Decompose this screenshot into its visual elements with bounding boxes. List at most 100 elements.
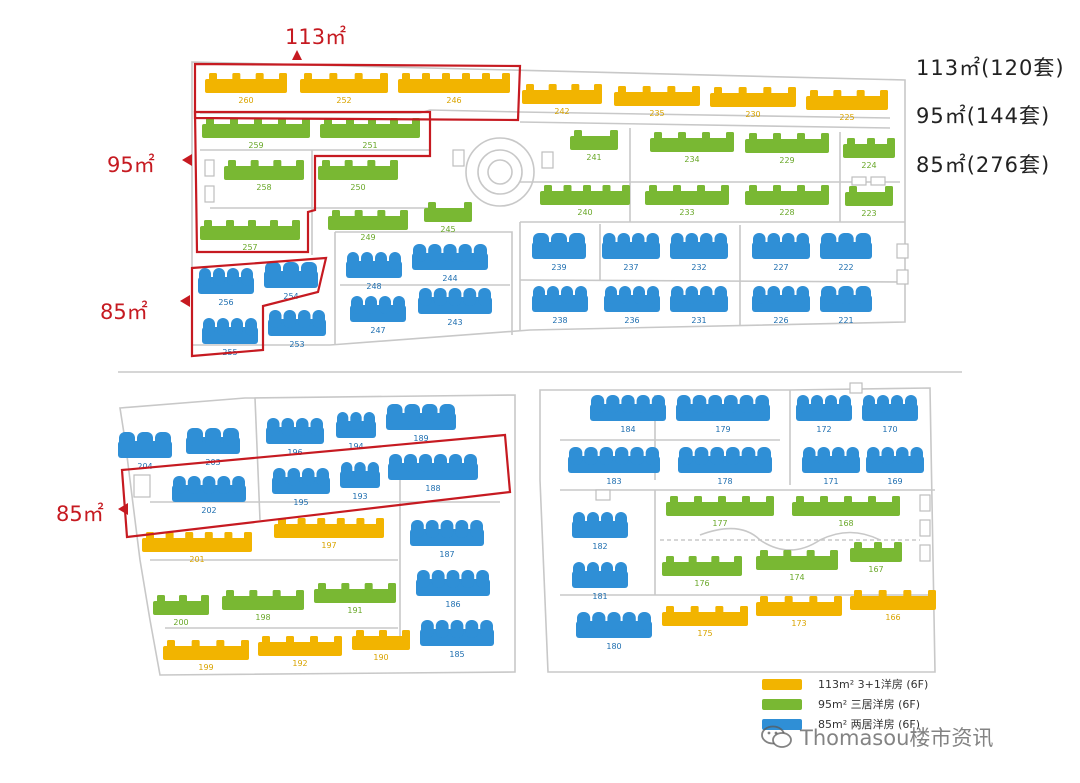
- building-number: 237: [623, 263, 638, 272]
- building-number: 253: [289, 340, 304, 349]
- building-222: 222: [820, 233, 872, 272]
- building-196: 196: [266, 418, 324, 457]
- building-257: 257: [200, 220, 300, 252]
- callout-85-south: 85㎡: [56, 502, 104, 526]
- building-187: 187: [410, 520, 484, 559]
- stat-95: 95㎡(144套): [916, 104, 1051, 128]
- building-number: 188: [425, 484, 440, 493]
- building-number: 244: [442, 274, 457, 283]
- building-178: 178: [678, 447, 772, 486]
- building-number: 169: [887, 477, 902, 486]
- building-199: 199: [163, 640, 249, 672]
- building-258: 258: [224, 160, 304, 192]
- stat-85: 85㎡(276套): [916, 153, 1051, 177]
- building-number: 201: [189, 555, 204, 564]
- building-181: 181: [572, 562, 628, 601]
- building-number: 166: [885, 613, 900, 622]
- building-243: 243: [418, 288, 492, 327]
- building-number: 233: [679, 208, 694, 217]
- building-number: 241: [586, 153, 601, 162]
- building-number: 198: [255, 613, 270, 622]
- building-198: 198: [222, 590, 304, 622]
- building-172: 172: [796, 395, 852, 434]
- building-number: 238: [552, 316, 567, 325]
- building-number: 182: [592, 542, 607, 551]
- building-number: 259: [248, 141, 263, 150]
- building-229: 229: [745, 133, 829, 165]
- legend-item-95: 95m² 三居洋房 (6F): [762, 696, 920, 712]
- building-number: 252: [336, 96, 351, 105]
- building-number: 225: [839, 113, 854, 122]
- building-number: 227: [773, 263, 788, 272]
- building-191: 191: [314, 583, 396, 615]
- building-number: 254: [283, 292, 298, 301]
- building-186: 186: [416, 570, 490, 609]
- building-259: 259: [202, 118, 310, 150]
- building-number: 178: [717, 477, 732, 486]
- legend-swatch-green: [762, 698, 802, 710]
- building-251: 251: [320, 118, 420, 150]
- building-number: 192: [292, 659, 307, 668]
- building-number: 190: [373, 653, 388, 662]
- building-number: 240: [577, 208, 592, 217]
- building-242: 242: [522, 84, 602, 116]
- building-number: 185: [449, 650, 464, 659]
- building-235: 235: [614, 86, 700, 118]
- building-241: 241: [570, 130, 618, 162]
- building-256: 256: [198, 268, 254, 307]
- outline-85-north: [190, 256, 328, 358]
- road-network: [118, 61, 962, 676]
- building-number: 193: [352, 492, 367, 501]
- building-number: 195: [293, 498, 308, 507]
- building-248: 248: [346, 252, 402, 291]
- building-200: 200: [153, 595, 209, 627]
- building-175: 175: [662, 606, 748, 638]
- building-number: 235: [649, 109, 664, 118]
- building-167: 167: [850, 542, 902, 574]
- building-number: 175: [697, 629, 712, 638]
- building-number: 177: [712, 519, 727, 528]
- building-230: 230: [710, 87, 796, 119]
- building-225: 225: [806, 90, 888, 122]
- building-number: 229: [779, 156, 794, 165]
- building-number: 242: [554, 107, 569, 116]
- building-number: 257: [242, 243, 257, 252]
- building-number: 176: [694, 579, 709, 588]
- building-182: 182: [572, 512, 628, 551]
- outline-113: [193, 62, 522, 122]
- building-250: 250: [318, 160, 398, 192]
- building-number: 202: [201, 506, 216, 515]
- building-number: 234: [684, 155, 699, 164]
- building-189: 189: [386, 404, 456, 443]
- building-number: 204: [137, 462, 152, 471]
- building-246: 246: [398, 73, 510, 105]
- building-240: 240: [540, 185, 630, 217]
- building-239: 239: [532, 233, 586, 272]
- building-179: 179: [676, 395, 770, 434]
- building-number: 226: [773, 316, 788, 325]
- building-238: 238: [532, 286, 588, 325]
- watermark: Thomasou楼市资讯: [760, 724, 993, 750]
- building-221: 221: [820, 286, 872, 325]
- building-number: 184: [620, 425, 635, 434]
- building-number: 231: [691, 316, 706, 325]
- callout-113: 113㎡: [285, 25, 347, 49]
- building-194: 194: [336, 412, 376, 451]
- building-232: 232: [670, 233, 728, 272]
- building-195: 195: [272, 468, 330, 507]
- building-202: 202: [172, 476, 246, 515]
- building-number: 258: [256, 183, 271, 192]
- legend-item-113: 113m² 3+1洋房 (6F): [762, 676, 928, 692]
- building-170: 170: [862, 395, 918, 434]
- building-number: 197: [321, 541, 336, 550]
- building-number: 187: [439, 550, 454, 559]
- building-number: 236: [624, 316, 639, 325]
- building-247: 247: [350, 296, 406, 335]
- building-number: 173: [791, 619, 806, 628]
- building-168: 168: [792, 496, 900, 528]
- building-number: 228: [779, 208, 794, 217]
- building-171: 171: [802, 447, 860, 486]
- building-number: 248: [366, 282, 381, 291]
- building-260: 260: [205, 73, 287, 105]
